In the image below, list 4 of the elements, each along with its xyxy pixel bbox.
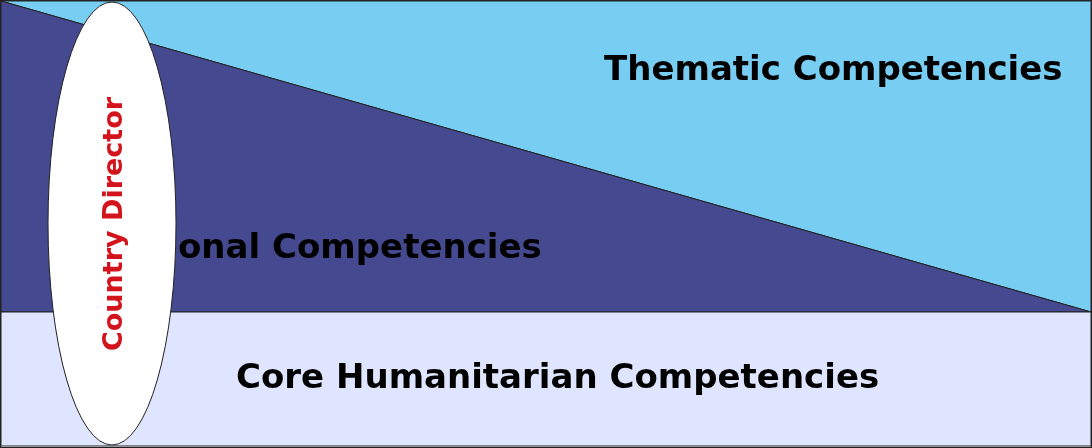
band-label: onal Competencies [178,226,542,266]
role-label: Country Director [96,96,128,351]
band-label: Thematic Competencies [604,48,1063,88]
band-label: Core Humanitarian Competencies [236,356,880,396]
